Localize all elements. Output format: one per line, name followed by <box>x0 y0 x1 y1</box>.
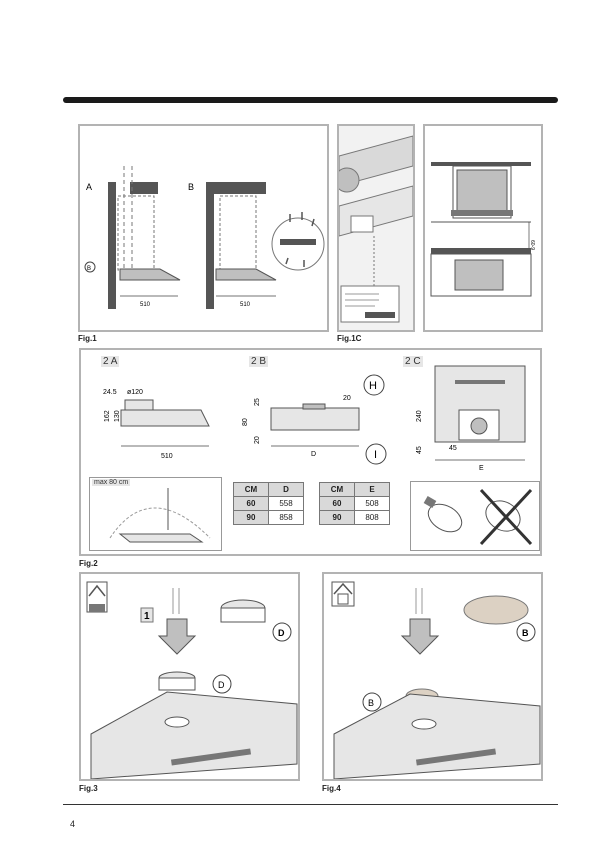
fig2-b-d5: D <box>311 451 316 458</box>
fig1-label-b: B <box>188 182 194 192</box>
fig1c-panel <box>334 124 415 332</box>
fig1-dim-b: 510 <box>240 302 251 308</box>
fig1-callout-b: B <box>87 266 91 272</box>
fig2-sub-c: 2 C <box>403 356 423 367</box>
fig2-a-d1: 24.5 <box>103 389 117 396</box>
table-e-header: CM <box>319 482 355 497</box>
fig3-label: Fig.3 <box>79 784 98 793</box>
table-d-header: D <box>268 482 304 497</box>
bottom-rule <box>63 804 558 805</box>
fig2-c-d1: 240 <box>416 410 423 422</box>
fig3-drawing: 1 D D <box>86 581 298 780</box>
fig4-callout-mid: B <box>368 698 374 708</box>
fig3-panel: 1 D D <box>79 572 300 781</box>
table-d-header: CM <box>233 482 269 497</box>
fig2-b-d1: 25 <box>254 398 261 406</box>
fig3-callout-mid: D <box>218 680 225 690</box>
fig2-max-inset: max 80 cm <box>89 477 222 551</box>
fig2-c-d2: 45 <box>416 446 423 454</box>
fig2-a-d2: ø120 <box>127 389 143 396</box>
fig2-c-d3: 45 <box>449 445 457 452</box>
fig2-c-d4: E <box>479 465 484 472</box>
fig2-bulb-inset <box>410 481 540 551</box>
fig4-callout-top: B <box>522 628 529 638</box>
fig1-label: Fig.1 <box>78 334 97 343</box>
fig1c-label: Fig.1C <box>337 334 362 343</box>
top-rule <box>63 97 558 103</box>
fig4-label: Fig.4 <box>322 784 341 793</box>
table-e-cell: 60 <box>319 496 355 511</box>
fig2-b-d4: 20 <box>254 436 261 444</box>
fig3-step: 1 <box>144 611 150 622</box>
fig4-panel: B B <box>322 572 543 781</box>
fig1-right-panel: 60-9 <box>423 124 543 332</box>
fig3-callout-top: D <box>278 628 285 638</box>
fig2-a-d4: 130 <box>114 410 121 422</box>
table-e-header: E <box>354 482 390 497</box>
fig1-label-a: A <box>86 182 92 192</box>
fig2-bulb-drawing <box>423 488 533 546</box>
fig2-drawing: 24.5 ø120 162 130 510 25 20 80 20 D H I … <box>103 365 526 472</box>
fig2-sub-a: 2 A <box>101 356 120 367</box>
fig2-max-drawing <box>109 488 211 543</box>
table-d-cell: 858 <box>268 510 304 525</box>
table-e-cell: 508 <box>354 496 390 511</box>
fig2-b-d2: 20 <box>343 395 351 402</box>
fig2-panel: 2 A 2 B 2 C 24.5 ø120 162 130 510 25 20 … <box>79 348 542 556</box>
table-e-cell: 90 <box>319 510 355 525</box>
fig2-b-h: H <box>369 380 377 392</box>
fig1-dim-a: 510 <box>140 302 151 308</box>
page-number: 4 <box>70 819 76 829</box>
fig2-b-d3: 80 <box>242 418 249 426</box>
fig2-label: Fig.2 <box>79 559 98 568</box>
fig1-panel: A B 510 B 510 <box>78 124 329 332</box>
fig1c-drawing <box>334 126 414 330</box>
table-d-cell: 60 <box>233 496 269 511</box>
fig1-right-dim: 60-9 <box>529 240 535 250</box>
table-e-cell: 808 <box>354 510 390 525</box>
table-d-cell: 558 <box>268 496 304 511</box>
fig1-drawing: A B 510 B 510 <box>84 166 325 309</box>
fig4-drawing: B B <box>331 581 541 780</box>
fig2-sub-b: 2 B <box>249 356 269 367</box>
fig2-max-label: max 80 cm <box>92 479 131 486</box>
fig2-b-i: I <box>374 449 377 461</box>
fig2-a-d5: 510 <box>161 453 173 460</box>
table-d-cell: 90 <box>233 510 269 525</box>
fig2-a-d3: 162 <box>104 410 111 422</box>
fig1-right-drawing: 60-9 <box>430 162 535 297</box>
